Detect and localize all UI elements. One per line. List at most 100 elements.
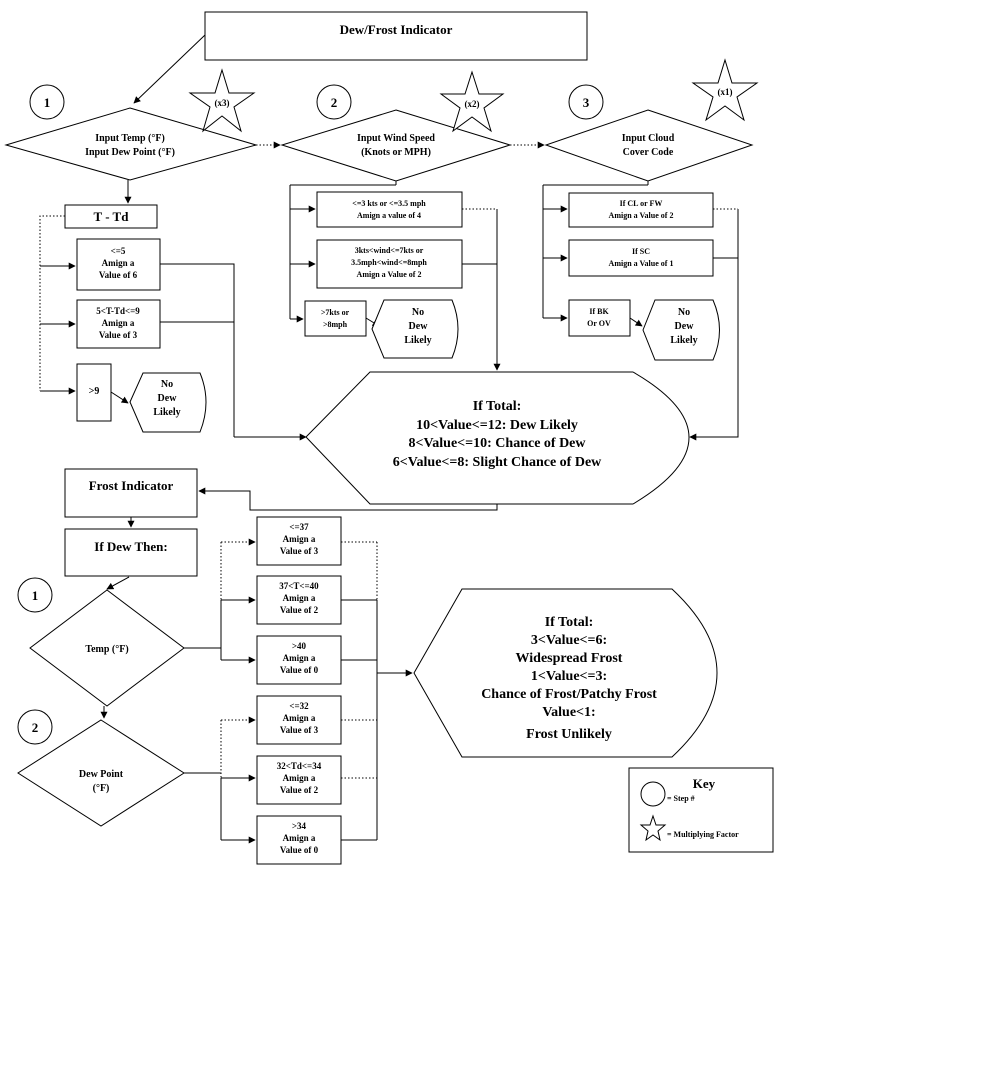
svg-text:>7kts or: >7kts or	[321, 308, 350, 317]
svg-text:Amign a Value of 2: Amign a Value of 2	[357, 270, 422, 279]
svg-text:If CL or FW: If CL or FW	[620, 199, 663, 208]
frost-result-display: If Total: 3<Value<=6: Widespread Frost 1…	[413, 588, 718, 758]
svg-text:No: No	[678, 307, 690, 318]
dewpoint-gt-34-box: >34 Amign a Value of 0	[256, 815, 342, 865]
cloud-cl-fw-box: If CL or FW Amign a Value of 2	[568, 192, 714, 228]
svg-text:If Total:: If Total:	[473, 399, 522, 414]
cloud-no-dew-terminal: No Dew Likely	[642, 299, 720, 361]
svg-text:Dew: Dew	[158, 393, 178, 404]
svg-text:>34: >34	[292, 821, 307, 831]
svg-text:1: 1	[32, 588, 39, 603]
step-3-line-2: Cover Code	[623, 147, 674, 158]
wind-le-3-box: <=3 kts or <=3.5 mph Amign a value of 4	[316, 191, 463, 228]
svg-text:Amign a: Amign a	[283, 833, 316, 843]
svg-text:10<Value<=12: Dew Likely: 10<Value<=12: Dew Likely	[416, 418, 578, 433]
step-1-decision: Input Temp (°F) Input Dew Point (°F)	[4, 107, 258, 181]
frost-step-2-circle: 2	[17, 709, 53, 745]
dew-frost-title-box: Dew/Frost Indicator	[204, 11, 588, 61]
svg-text:>40: >40	[292, 641, 307, 651]
svg-text:Value of 2: Value of 2	[280, 605, 319, 615]
svg-text:Frost Unlikely: Frost Unlikely	[526, 727, 612, 742]
legend-title: Key	[693, 776, 716, 791]
spread-gt-9-box: >9	[76, 363, 112, 422]
temp-le-37-box: <=37 Amign a Value of 3	[256, 516, 342, 566]
svg-text:<=3 kts or <=3.5 mph: <=3 kts or <=3.5 mph	[352, 199, 426, 208]
svg-text:Amign a: Amign a	[283, 593, 316, 603]
cloud-bk-ov-box: If BK Or OV	[568, 299, 631, 337]
wind-no-dew-terminal: No Dew Likely	[371, 299, 459, 359]
svg-text:Amign a: Amign a	[283, 713, 316, 723]
svg-text:Temp (°F): Temp (°F)	[85, 644, 128, 655]
factor-star-x2: (x2)	[439, 70, 505, 133]
svg-text:Chance of Frost/Patchy Frost: Chance of Frost/Patchy Frost	[481, 687, 657, 702]
svg-text:If SC: If SC	[632, 247, 650, 256]
svg-text:Amign a: Amign a	[102, 258, 135, 268]
step-1-line-2: Input Dew Point (°F)	[85, 147, 175, 158]
svg-text:(x2): (x2)	[465, 99, 480, 109]
dewpoint-le-32-box: <=32 Amign a Value of 3	[256, 695, 342, 745]
step-1-line-1: Input Temp (°F)	[95, 133, 165, 144]
svg-text:32<Td<=34: 32<Td<=34	[277, 761, 322, 771]
svg-text:Value of 3: Value of 3	[99, 330, 138, 340]
step-3-decision: Input Cloud Cover Code	[544, 109, 754, 182]
svg-text:Value of 3: Value of 3	[280, 546, 319, 556]
t-minus-td-box: T - Td	[64, 204, 158, 229]
star-icon	[639, 814, 667, 842]
step-2-line-2: (Knots or MPH)	[361, 147, 431, 158]
svg-text:Value of 0: Value of 0	[280, 845, 319, 855]
legend-key: Key = Step # = Multiplying Factor	[628, 767, 774, 853]
svg-text:3: 3	[583, 95, 590, 110]
factor-star-x3: (x3)	[188, 68, 256, 133]
step-2-decision: Input Wind Speed (Knots or MPH)	[280, 109, 512, 182]
step-3-circle: 3	[568, 84, 604, 120]
frost-dewpoint-decision: Dew Point (°F)	[17, 719, 185, 827]
svg-text:Value of 0: Value of 0	[280, 665, 319, 675]
legend-circle-label: = Step #	[667, 794, 695, 803]
step-2-circle: 2	[316, 84, 352, 120]
svg-text:<=5: <=5	[111, 246, 126, 256]
svg-text:Value of 6: Value of 6	[99, 270, 138, 280]
step-circle-icon	[640, 781, 666, 807]
svg-text:2: 2	[331, 95, 338, 110]
svg-text:Amign a value of 4: Amign a value of 4	[357, 211, 421, 220]
svg-text:If Total:: If Total:	[545, 615, 594, 630]
svg-text:No: No	[161, 379, 173, 390]
svg-text:No: No	[412, 307, 424, 318]
svg-text:Amign a: Amign a	[102, 318, 135, 328]
svg-text:<=32: <=32	[289, 701, 309, 711]
wind-3-to-7-box: 3kts<wind<=7kts or 3.5mph<wind<=8mph Ami…	[316, 239, 463, 289]
svg-text:3.5mph<wind<=8mph: 3.5mph<wind<=8mph	[351, 258, 427, 267]
legend-star-label: = Multiplying Factor	[667, 830, 739, 839]
svg-text:3kts<wind<=7kts or: 3kts<wind<=7kts or	[355, 246, 424, 255]
dewpoint-32-to-34-box: 32<Td<=34 Amign a Value of 2	[256, 755, 342, 805]
spread-no-dew-terminal: No Dew Likely	[129, 372, 207, 433]
svg-text:Amign a: Amign a	[283, 773, 316, 783]
svg-text:Dew: Dew	[675, 321, 695, 332]
svg-text:1: 1	[44, 95, 51, 110]
svg-text:Dew: Dew	[409, 321, 429, 332]
svg-text:Dew Point: Dew Point	[79, 769, 124, 780]
svg-text:Likely: Likely	[153, 407, 180, 418]
temp-37-to-40-box: 37<T<=40 Amign a Value of 2	[256, 575, 342, 625]
svg-text:6<Value<=8: Slight Chance of: 6<Value<=8: Slight Chance of Dew	[393, 455, 602, 470]
title-to-step1-arrow	[133, 34, 206, 104]
svg-text:37<T<=40: 37<T<=40	[279, 581, 319, 591]
dew-to-frost-arrow	[198, 487, 498, 511]
svg-text:>8mph: >8mph	[323, 320, 348, 329]
frost-title-box: Frost Indicator	[64, 468, 198, 518]
svg-text:Amign a Value of 1: Amign a Value of 1	[609, 259, 674, 268]
svg-text:2: 2	[32, 720, 39, 735]
svg-text:Or OV: Or OV	[587, 319, 611, 328]
spread-le-5-box: <=5 Amign a Value of 6	[76, 238, 161, 291]
svg-text:3<Value<=6:: 3<Value<=6:	[531, 633, 607, 648]
svg-text:8<Value<=10: Chance of Dew: 8<Value<=10: Chance of Dew	[408, 436, 586, 451]
step-1-circle: 1	[29, 84, 65, 120]
svg-text:Likely: Likely	[670, 335, 697, 346]
svg-text:(x3): (x3)	[215, 98, 230, 108]
svg-text:Widespread Frost: Widespread Frost	[516, 651, 623, 666]
cloud-sc-box: If SC Amign a Value of 1	[568, 239, 714, 277]
svg-text:<=37: <=37	[289, 522, 309, 532]
factor-star-x1: (x1)	[691, 58, 759, 122]
svg-text:If Dew Then:: If Dew Then:	[94, 539, 167, 554]
